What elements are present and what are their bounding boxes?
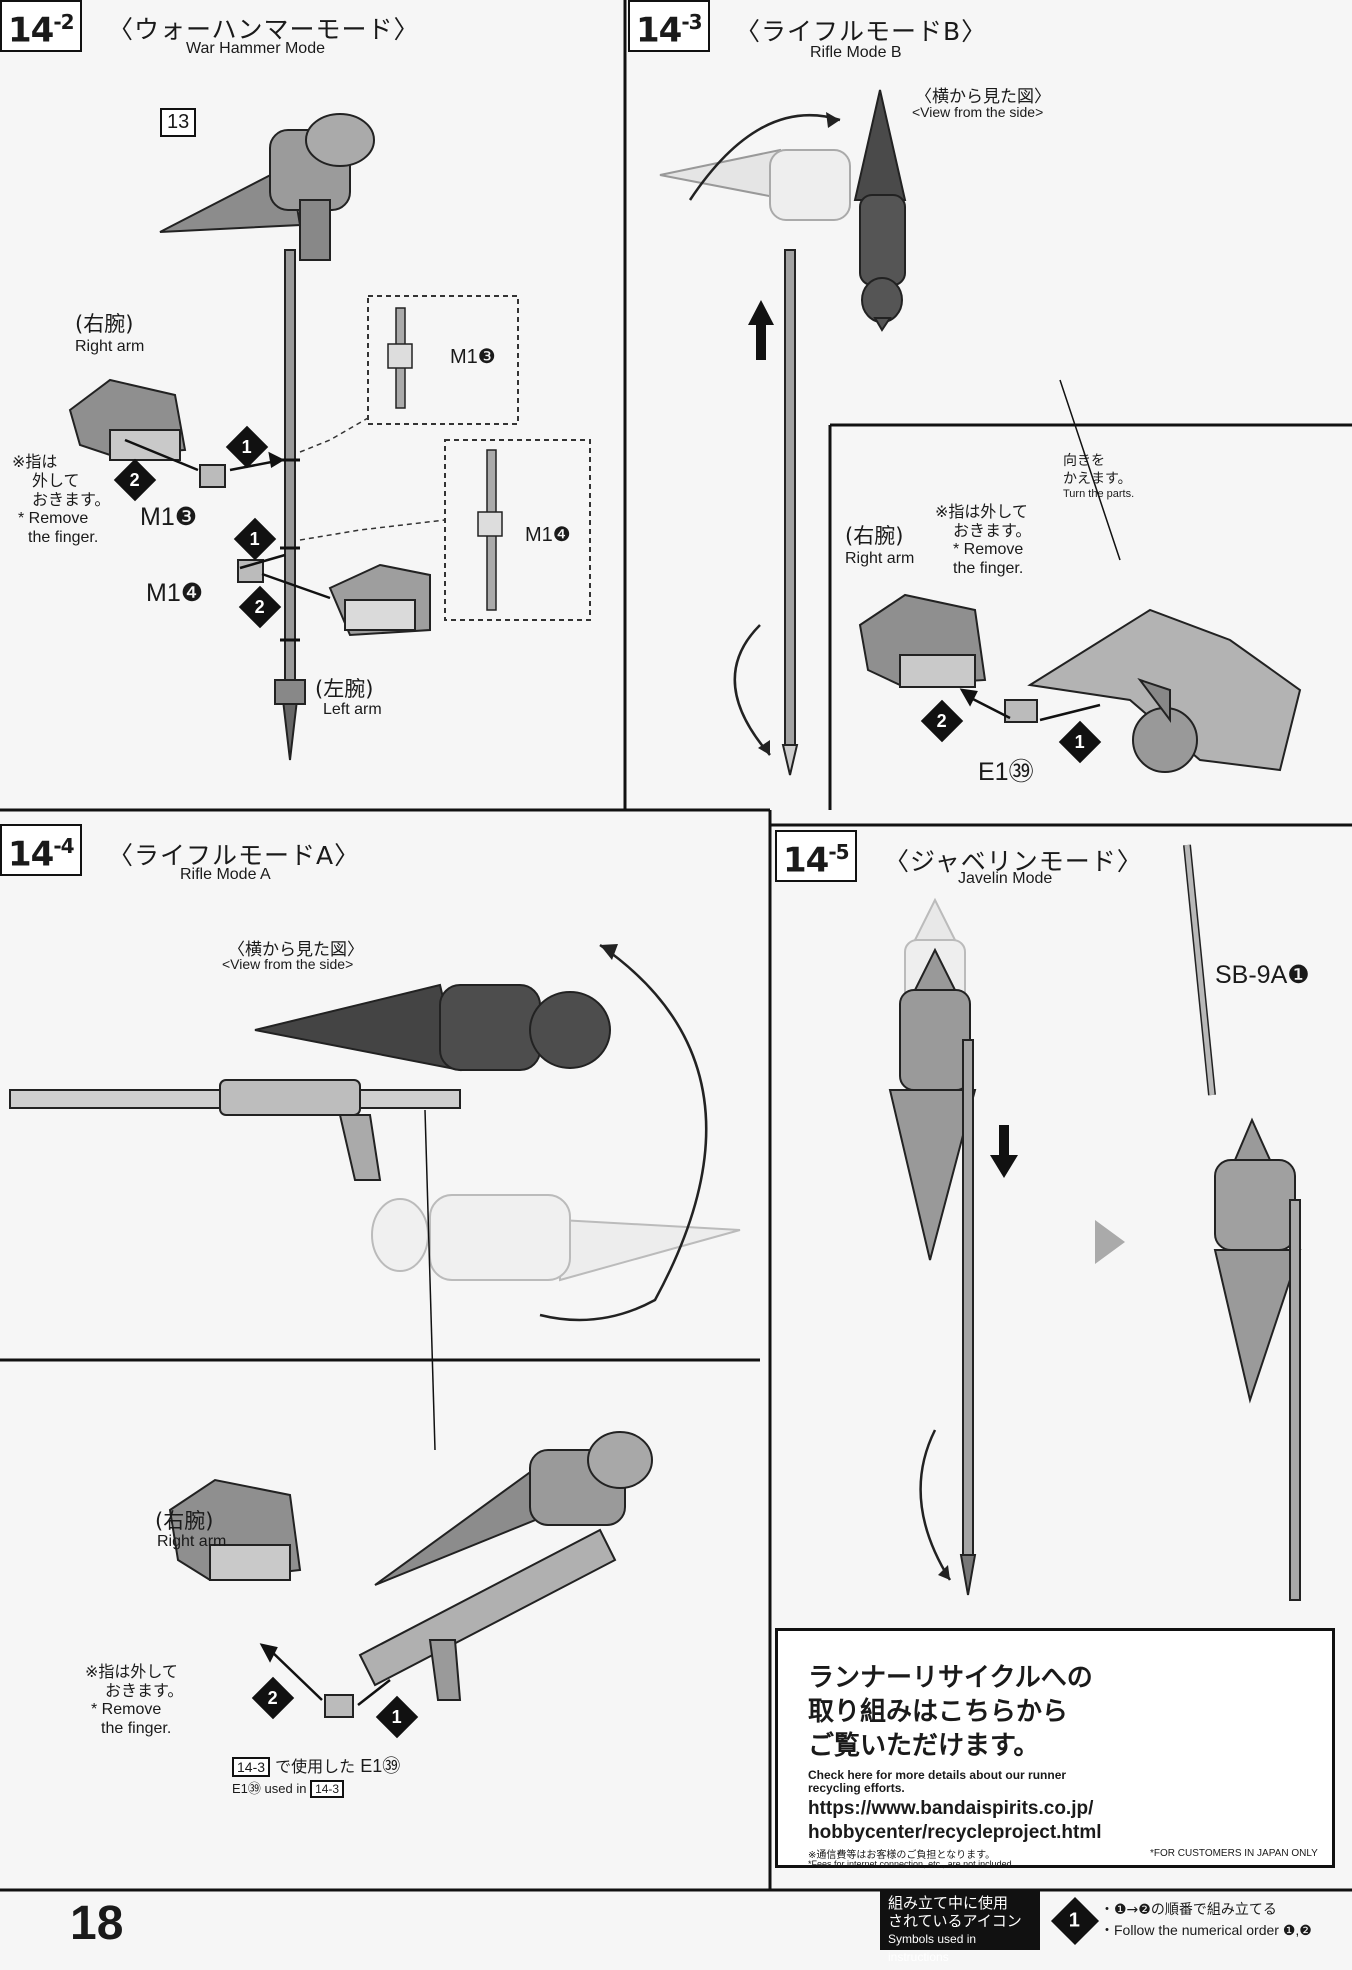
recycle-url-line1[interactable]: https://www.bandaispirits.co.jp/ — [808, 1798, 1094, 1819]
right-arm-part-143 — [858, 593, 987, 688]
right-arm-label-en: Right arm — [75, 338, 145, 355]
note-en-line1: * Remove — [18, 510, 89, 527]
step-ref-14-3: 14-3 — [310, 1780, 345, 1798]
symbols-legend-box: 組み立て中に使用 されているアイコン Symbols used in instr… — [880, 1890, 1040, 1964]
symbols-legend-jp-1: 組み立て中に使用 — [888, 1894, 1009, 1912]
fee-note-jp: ※通信費等はお客様のご負担となります。 — [808, 1850, 996, 1861]
war-hammer-illustration — [159, 113, 375, 761]
inset-m1-4: M1❹ — [525, 524, 571, 546]
rifle-mode-a-assembly — [358, 1431, 653, 1701]
javelin-mode-illustration — [888, 844, 1302, 1601]
mode-title-jp: 〈ライフルモードA〉 — [108, 841, 361, 870]
order-legend: ・❶→❷の順番で組み立てる ・Follow the numerical orde… — [1100, 1900, 1312, 1940]
note-en-line2: the finger. — [28, 529, 99, 546]
step-number: 14 — [8, 10, 54, 51]
step-tag-14-5: 14-5 — [775, 830, 857, 883]
turn-parts-jp-2: かえます。 — [1063, 471, 1132, 487]
recycle-title-line3: ご覧いただけます。 — [808, 1731, 1040, 1761]
note-en-line2: the finger. — [953, 560, 1024, 577]
right-arm-label-jp: (右腕) — [845, 524, 904, 548]
step-number: 14 — [8, 834, 54, 875]
note-jp-line1: ※指は外して — [85, 1662, 178, 1681]
symbols-legend-jp-2: されているアイコン — [888, 1912, 1022, 1930]
mode-title-en: Rifle Mode B — [810, 44, 902, 61]
page-number: 18 — [70, 1897, 124, 1950]
step-sub: -2 — [53, 10, 74, 34]
side-view-label-en: <View from the side> — [912, 104, 1044, 120]
step-tag-14-3: 14-3 — [628, 0, 710, 53]
left-arm-label-jp: (左腕) — [315, 677, 374, 701]
right-arm-label-en: Right arm — [845, 550, 915, 567]
part-m1-4: M1❹ — [146, 579, 204, 607]
order-legend-en: ・Follow the numerical order ❶,❷ — [1100, 1922, 1312, 1938]
recycle-title-line2: 取り組みはこちらから — [808, 1697, 1069, 1727]
rifle-body-143 — [1004, 608, 1302, 773]
step-sub: -3 — [681, 10, 702, 34]
step-ref-14-3: 14-3 — [232, 1757, 271, 1777]
recycle-subtitle-line2: recycling efforts. — [808, 1781, 905, 1795]
part-ref-13: 13 — [160, 108, 197, 137]
recycle-url[interactable]: https://www.bandaispirits.co.jp/ hobbyce… — [808, 1797, 1102, 1845]
note-jp-line2: おきます。 — [953, 521, 1032, 540]
recycle-url-line2[interactable]: hobbycenter/recycleproject.html — [808, 1822, 1102, 1843]
recycle-info-box: ランナーリサイクルへの 取り組みはこちらから ご覧いただけます。 Check h… — [775, 1628, 1335, 1869]
left-arm-part-142 — [328, 563, 431, 637]
step-number: 14 — [783, 840, 829, 881]
used-in-note: 14-3 で使用した E1㊴ — [232, 1752, 400, 1778]
note-jp-line1: ※指は外して — [935, 502, 1028, 521]
side-view-label-jp: 〈横から見た図〉 — [915, 87, 1051, 107]
step-tag-14-2: 14-2 — [0, 0, 82, 53]
used-in-en: E1㊴ used in — [232, 1781, 307, 1796]
step-sub: -4 — [53, 834, 74, 858]
part-sb-9a: SB-9A❶ — [1215, 961, 1310, 989]
part-e1-39: E1㊴ — [978, 758, 1034, 786]
recycle-subtitle-line1: Check here for more details about our ru… — [808, 1768, 1067, 1782]
rifle-mode-b-illustration — [659, 89, 907, 776]
turn-parts-en: Turn the parts. — [1063, 488, 1135, 500]
inset-m1-3: M1❸ — [450, 346, 496, 368]
recycle-title: ランナーリサイクルへの 取り組みはこちらから ご覧いただけます。 — [808, 1661, 1093, 1763]
right-arm-label-en: Right arm — [157, 1533, 227, 1550]
rifle-mode-a-illustration — [9, 943, 741, 1322]
mode-title-jp: 〈ジャベリンモード〉 — [884, 847, 1143, 876]
left-arm-label-en: Left arm — [323, 701, 382, 718]
step-sub: -5 — [828, 840, 849, 864]
note-jp-line2: 外して — [32, 471, 80, 490]
right-arm-part-144 — [168, 1478, 354, 1718]
mode-title-jp: 〈ライフルモードB〉 — [735, 17, 988, 46]
right-arm-label-jp: (右腕) — [75, 312, 134, 336]
remove-finger-note: ※指は 外して おきます。 * Remove the finger. — [12, 452, 110, 547]
recycle-subtitle: Check here for more details about our ru… — [808, 1769, 1066, 1795]
remove-finger-note: ※指は外して おきます。 * Remove the finger. — [935, 502, 1031, 578]
note-en-line1: * Remove — [953, 541, 1024, 558]
side-view-label-en: <View from the side> — [222, 956, 354, 972]
step-tag-14-4: 14-4 — [0, 824, 82, 877]
used-in-jp: で使用した — [275, 1757, 356, 1776]
remove-finger-note: ※指は外して おきます。 * Remove the finger. — [85, 1662, 183, 1738]
right-arm-part-142 — [68, 378, 264, 583]
fee-note-en: *Fees for internet connection, etc., are… — [808, 1859, 1015, 1869]
used-in-en-note: E1㊴ used in 14-3 — [232, 1778, 345, 1798]
mode-title-jp: 〈ウォーハンマーモード〉 — [108, 15, 420, 44]
mode-title-en: War Hammer Mode — [186, 40, 325, 57]
side-view-label-jp: 〈横から見た図〉 — [228, 940, 364, 960]
recycle-title-line1: ランナーリサイクルへの — [808, 1663, 1093, 1693]
step-number: 14 — [636, 10, 682, 51]
symbols-legend-en: Symbols used in instructions — [888, 1932, 977, 1964]
note-en-line1: * Remove — [91, 1701, 162, 1718]
mode-title-en: Javelin Mode — [958, 870, 1053, 887]
part-m1-3: M1❸ — [140, 503, 198, 531]
right-arm-label-jp: (右腕) — [155, 1509, 214, 1533]
turn-parts-jp-1: 向きを — [1063, 453, 1105, 469]
note-en-line2: the finger. — [101, 1720, 172, 1737]
used-in-part: E1㊴ — [360, 1756, 401, 1776]
mode-title-en: Rifle Mode A — [180, 866, 271, 883]
japan-only-note: *FOR CUSTOMERS IN JAPAN ONLY — [1150, 1848, 1318, 1859]
order-legend-jp: ・❶→❷の順番で組み立てる — [1100, 1902, 1277, 1918]
note-jp-line2: おきます。 — [105, 1681, 184, 1700]
note-jp-line1: ※指は — [12, 452, 58, 471]
note-jp-line3: おきます。 — [32, 490, 111, 509]
